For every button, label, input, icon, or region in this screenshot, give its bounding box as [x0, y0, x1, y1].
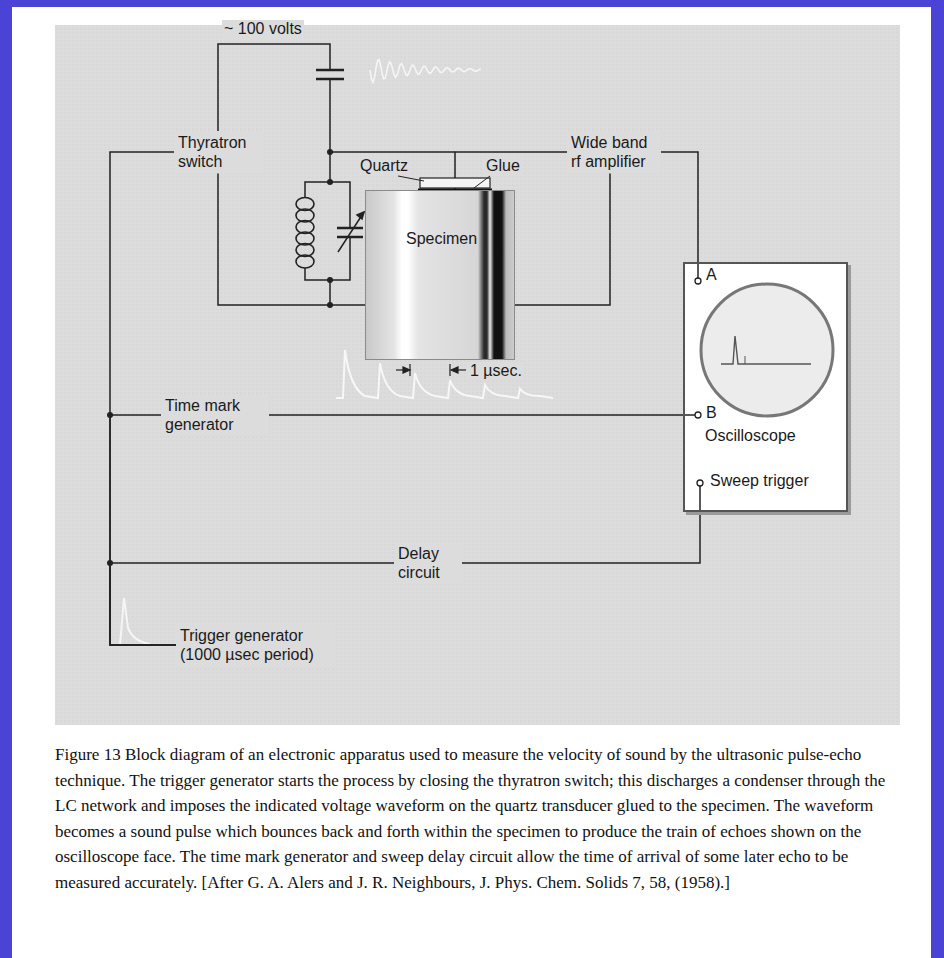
terminal-label: Sweep trigger [708, 472, 811, 490]
ground-texture [55, 25, 900, 725]
signal-wire [110, 415, 176, 645]
block-label: Delay circuit [398, 544, 458, 582]
frame-strip [0, 0, 944, 7]
specimen-block: Specimen [365, 190, 515, 360]
delay-block: Delay circuit [394, 542, 462, 584]
amplifier-block: Wide band rf amplifier [567, 131, 661, 173]
block-label: Specimen [406, 229, 477, 248]
frame-strip [931, 0, 944, 958]
switch-block: Thyratron switch [174, 131, 262, 173]
block-label: Trigger generator (1000 µsec period) [180, 626, 330, 664]
frame-strip [0, 0, 12, 958]
junction-dots [107, 149, 333, 566]
quartz-plate [420, 178, 490, 188]
inductor-coil [296, 198, 314, 269]
signal-wire [462, 512, 700, 563]
generator-block: Time mark generator [161, 394, 269, 436]
figure-caption: Figure 13 Block diagram of an electronic… [55, 742, 900, 895]
signal-wire [661, 152, 698, 262]
voltage-label: ~ 100 volts [222, 20, 304, 38]
time-interval-marks [396, 364, 466, 376]
leader-line [398, 176, 424, 181]
signal-wire [269, 414, 683, 416]
terminal-label: B [704, 404, 719, 422]
block-label: Wide band rf amplifier [571, 133, 657, 171]
block-label: Time mark generator [165, 396, 265, 434]
block-label: Thyratron switch [178, 133, 258, 171]
terminal-label: A [704, 266, 719, 284]
rf-waveform [370, 60, 481, 82]
leader-line [474, 176, 490, 188]
time-label: 1 µsec. [468, 362, 524, 380]
block-label: Oscilloscope [705, 426, 796, 445]
part-label: Glue [484, 157, 522, 175]
part-label: Quartz [358, 157, 410, 175]
generator-block: Trigger generator (1000 µsec period) [176, 624, 334, 666]
trigger-pulse [112, 598, 150, 645]
